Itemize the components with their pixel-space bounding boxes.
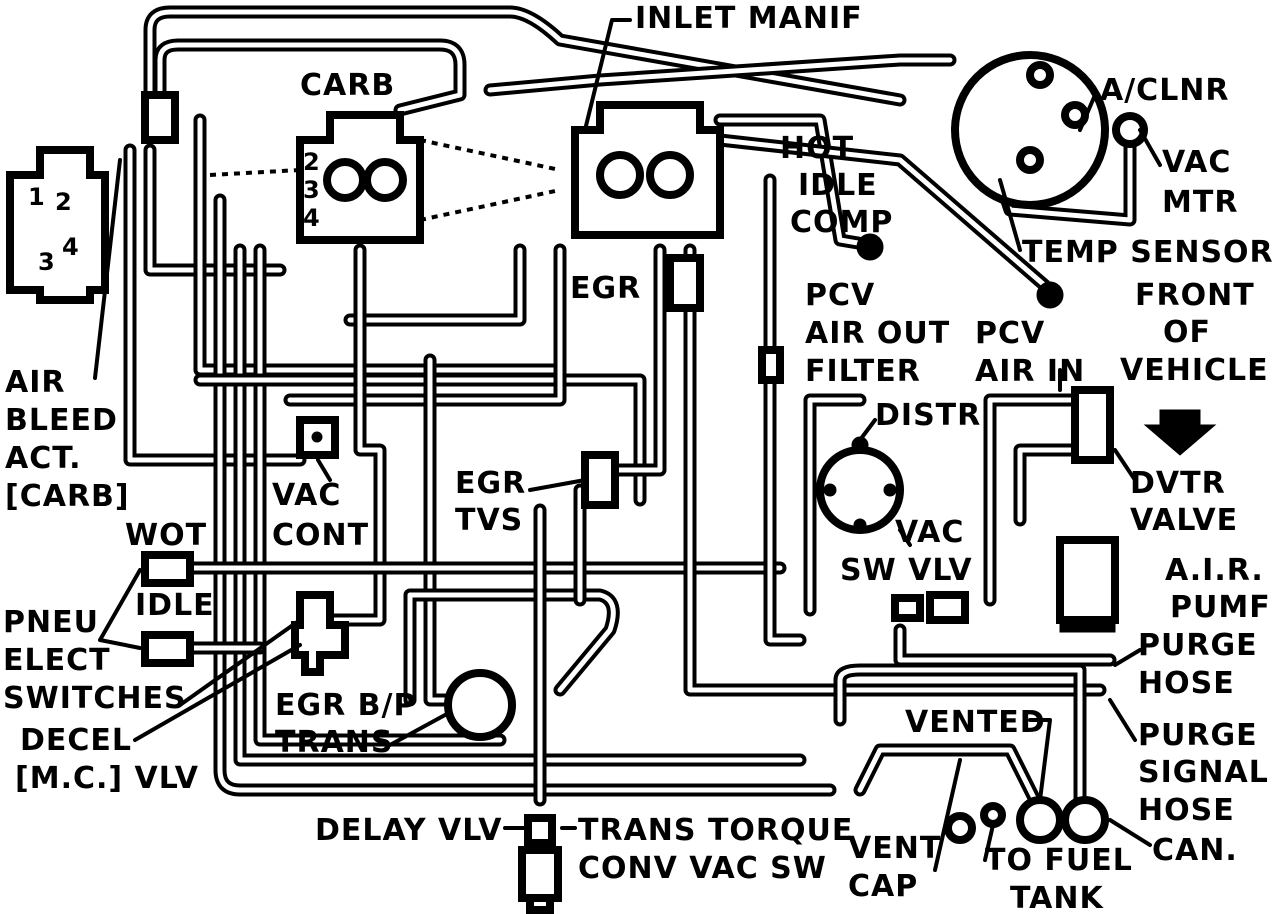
label-delay-vlv: DELAY VLV [315,813,502,848]
label-vac-sw-vlv-2: SW VLV [840,553,973,588]
label-front-3: VEHICLE [1120,353,1269,388]
hot-idle-comp-sensor [856,233,884,261]
label-distr: DISTR [875,398,981,433]
label-vac-mtr-1: VAC [1162,145,1231,180]
label-decel-1: DECEL [20,723,132,758]
label-wot: WOT [125,518,207,553]
wot-switch [141,551,194,587]
carb-port-2: 2 [303,148,321,176]
carb-port-4: 4 [303,204,321,232]
air-bleed-actuator: 1 2 3 4 [6,146,109,304]
label-vented: VENTED [905,705,1046,740]
label-vac-cont-2: CONT [272,518,369,553]
label-hot-idle-comp-3: COMP [790,205,893,240]
egr-bp-transducer [444,669,516,741]
hose-mid-band-3 [343,243,527,327]
label-hot-idle-comp-1: HOT [780,131,854,166]
label-idle: IDLE [135,588,215,623]
act-port-2: 2 [55,188,73,216]
act-port-3: 3 [38,248,56,276]
vac-cont-valve [296,416,339,459]
label-vac-cont-1: VAC [272,478,341,513]
label-purge-signal-2: SIGNAL [1138,755,1269,790]
label-decel-2: [M.C.] VLV [15,761,199,796]
label-pcv-in-1: PCV [975,316,1045,351]
vent-cap [944,812,976,844]
label-elect: ELECT [3,643,111,678]
label-inlet-manif: INLET MANIF [635,1,863,36]
label-vac-mtr-2: MTR [1162,185,1238,220]
label-trans-torque-2: CONV VAC SW [578,851,827,886]
label-to-fuel-tank-2: TANK [1010,881,1104,914]
label-temp-sensor: TEMP SENSOR [1022,235,1274,270]
egr-tvs [581,451,619,509]
label-purge-hose-2: HOSE [1138,666,1235,701]
air-cleaner [951,51,1148,209]
label-can: CAN. [1152,833,1238,868]
hose-loop-center [403,588,620,707]
label-vent-cap-2: CAP [848,869,918,904]
air-pump [1056,536,1119,624]
label-purge-signal-3: HOSE [1138,793,1235,828]
decel-valve [291,591,349,676]
front-arrow-icon [1143,409,1217,456]
label-air-bleed-3: ACT. [5,441,82,476]
label-pcv-out-1: PCV [805,278,875,313]
act-port-1: 1 [28,183,46,211]
label-pcv-in-2: AIR IN [975,354,1085,389]
label-vac-sw-vlv-1: VAC [895,515,964,550]
label-air-bleed-4: [CARB] [5,479,130,514]
pcv-air-out-filter [758,346,784,384]
label-trans-torque-1: TRANS TORQUE [578,813,853,848]
label-hot-idle-comp-2: IDLE [798,168,878,203]
dvtr-valve [1071,386,1114,464]
vac-sw-valve [926,591,969,624]
label-air-bleed-1: AIR [5,365,65,400]
delay-valve [524,814,556,847]
fuel-tank-fitting [980,802,1006,828]
trans-torque-conv-vac-switch [518,846,562,914]
hose-vac-sw-vlv [893,623,1117,667]
label-egr-bp-2: TRANS [275,725,394,760]
distributor [816,436,904,534]
label-a-clnr: A/CLNR [1100,73,1230,108]
label-switches: SWITCHES [3,681,187,716]
label-pneu: PNEU [3,605,99,640]
label-front-2: OF [1163,315,1211,350]
label-purge-signal-1: PURGE [1138,718,1258,753]
label-vent-cap-1: VENT [848,831,941,866]
label-pcv-out-2: AIR OUT [805,316,950,351]
label-air-pump-1: A.I.R. [1165,553,1264,588]
temp-sensor [1036,281,1064,309]
label-egr-bp-1: EGR B/P [275,688,416,723]
idle-switch [141,631,194,667]
inlet-manifold [571,101,724,239]
label-purge-hose-1: PURGE [1138,628,1258,663]
label-front-1: FRONT [1135,278,1255,313]
label-pcv-out-3: FILTER [805,354,921,389]
label-egr-tvs-1: EGR [455,466,526,501]
carb-port-3: 3 [303,176,321,204]
label-air-pump-2: PUMF [1170,590,1271,625]
label-dvtr-2: VALVE [1130,503,1238,538]
actuator-fitting [141,91,179,144]
label-dvtr-1: DVTR [1130,466,1226,501]
vapor-canister [1016,796,1109,844]
leader-lines [93,18,1162,872]
label-egr-tvs-2: TVS [455,503,523,538]
label-carb: CARB [300,68,395,103]
egr-valve [666,254,704,312]
labels: INLET MANIF CARB A/CLNR VAC MTR HOT IDLE… [3,1,1274,914]
label-egr: EGR [570,271,641,306]
label-to-fuel-tank-1: TO FUEL [985,843,1133,878]
carburetor: 2 3 4 [296,111,424,244]
carb-to-manifold-dashed [419,138,561,172]
label-air-bleed-2: BLEED [5,403,118,438]
act-port-4: 4 [62,233,80,261]
